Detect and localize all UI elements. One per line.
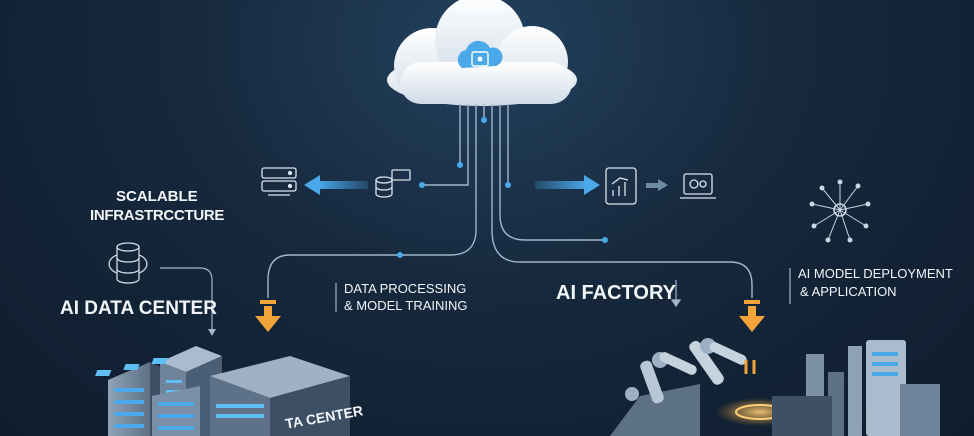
arrow-right: [535, 175, 600, 195]
data-center-connector: [160, 267, 213, 330]
connection-lines: [267, 104, 753, 298]
small-arrow-right: [646, 179, 668, 191]
data-processing-label-line2: & MODEL TRAINING: [344, 298, 468, 313]
deployment-label-line1: AI MODEL DEPLOYMENT: [798, 266, 953, 281]
server-stack-icon: [108, 242, 148, 284]
deployment-label-line2: & APPLICATION: [800, 284, 897, 299]
ai-network-icon: [809, 179, 871, 243]
laptop-icon: [680, 173, 716, 199]
orange-arrow-right: [739, 300, 765, 332]
ai-factory-label: AI FACTORY: [556, 282, 677, 304]
label-ticks: [335, 268, 791, 312]
scalable-label-line1: SCALABLE: [116, 188, 198, 205]
data-processing-label-line1: DATA PROCESSING: [344, 281, 467, 296]
scalable-label-line2: INFRASTRCCTURE: [90, 207, 225, 224]
orange-arrow-left: [255, 300, 281, 332]
database-icon: [375, 169, 411, 198]
connection-nodes: [397, 117, 608, 258]
arrow-left: [304, 175, 368, 195]
robot-arm-icon: [610, 338, 940, 436]
analytics-tablet-icon: [605, 167, 637, 205]
data-center-illustration: [95, 346, 350, 436]
cloud-icon: [387, 0, 577, 106]
server-rack-icon: [261, 167, 297, 196]
connector-arrowhead: [208, 329, 216, 336]
ai-data-center-label: AI DATA CENTER: [60, 298, 217, 319]
